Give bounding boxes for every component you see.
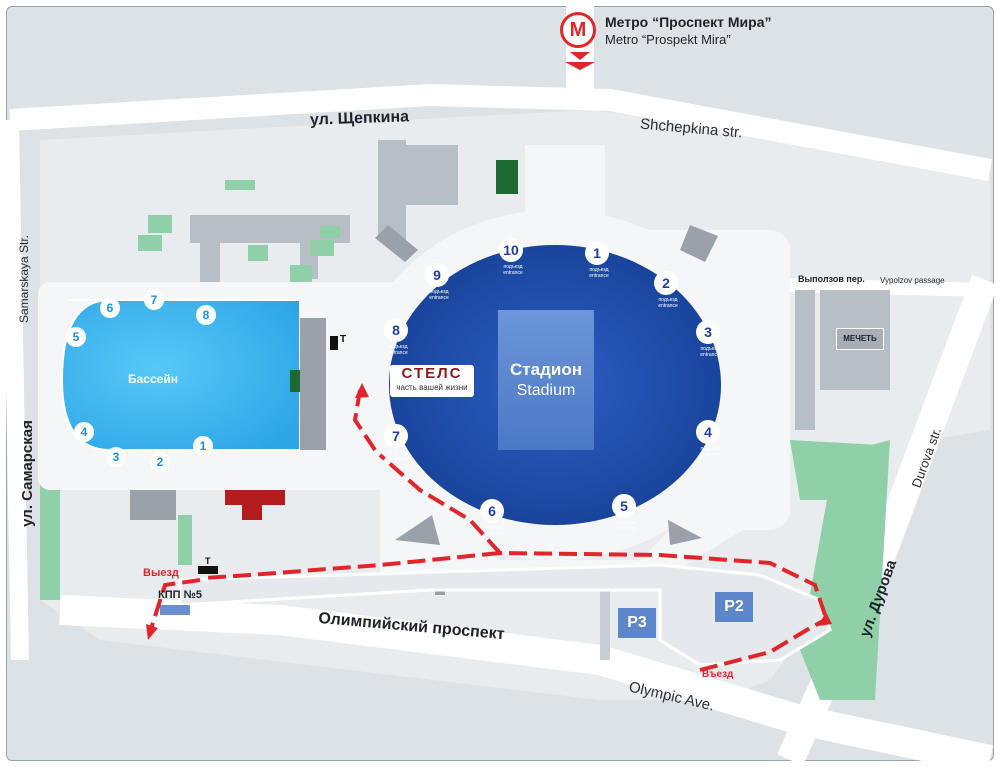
pool-gate-8: 8 [196,305,216,325]
route-entry-label: Въезд [702,669,734,680]
gate-caption-en: entrance [503,270,523,276]
stadium-gate-4: 4 [696,420,720,444]
pool-gate-3: 3 [106,447,126,467]
parking-p3: P3 [618,608,656,638]
pool-gate-7: 7 [144,290,164,310]
pool-gate-6: 6 [100,298,120,318]
parking-p3-text: P3 [627,614,647,631]
metro-name-en: Metro “Prospekt Mira” [605,32,731,47]
street-samarskaya-ru: ул. Самарская [18,420,36,527]
metro-name-ru: Метро “Проспект Мира” [605,14,772,30]
mosque-text: МЕЧЕТЬ [843,334,877,343]
gate-caption-en: entrance [616,526,636,532]
stadium-gate-2: 2 [654,271,678,295]
stadium-gate-1: 1 [585,241,609,265]
gate-caption-ru: подъезд [658,297,678,303]
parking-p2: P2 [715,592,753,622]
metro-arrow-2 [565,62,595,70]
metro-arrow [570,52,590,60]
mosque-label: МЕЧЕТЬ [836,328,884,350]
metro-logo-letter: M [569,19,587,41]
gate-caption-en: entrance [589,273,609,279]
pool-gate-1: 1 [193,436,213,456]
gate-caption-en: entrance [484,531,504,537]
buildings [190,140,890,660]
gate-caption-ru: подъезд [429,289,449,295]
toilet-b-label: T [205,556,211,566]
stadium-gate-10: 10 [499,238,523,262]
route-exit-label: Выезд [143,567,179,579]
gate-caption-en: entrance [658,303,678,309]
toilet-a-label: T [340,334,347,345]
stadium-field [498,310,594,450]
brand-slogan: часть вашей жизни [396,383,468,392]
gate-caption-ru: подъезд [503,264,523,270]
gate-caption-ru: подъезд [616,520,636,526]
stadium-gate-3: 3 [696,320,720,344]
gate-caption-en: entrance [429,295,449,301]
gate-caption-en: entrance [700,352,720,358]
route-arrows [148,389,827,672]
street-samarskaya-en: Samarskaya Str. [17,234,32,324]
route-arrow-heads [146,383,832,640]
parking-area [160,563,832,667]
gate-caption-ru: подъезд [388,344,408,350]
street-vypolzov-ru: Выползов пер. [798,274,865,284]
gate-caption-ru: подъезд [589,267,609,273]
pool-name: Бассейн [128,372,178,386]
pool-gate-2: 2 [150,452,170,472]
stadium-name-en: Stadium [516,382,576,399]
metro-logo: M [560,12,596,48]
stadium-gate-5: 5 [612,494,636,518]
brand-logo-box: СТЕЛС часть вашей жизни [390,365,474,397]
gate-caption-en: entrance [700,452,720,458]
street-vypolzov-en: Vypolzov passage [880,276,945,285]
gate-caption-en: entrance [388,456,408,462]
pool-complex [38,282,458,520]
stadium-gate-8: 8 [384,318,408,342]
gate-caption-ru: подъезд [484,525,504,531]
stairs [375,225,718,595]
street-shchepkina-ru: ул. Щепкина [309,108,410,129]
parking-p2-text: P2 [724,598,744,615]
gate-caption-ru: подъезд [388,450,408,456]
stadium-gate-6: 6 [480,499,504,523]
green-block [496,160,518,194]
checkpoint-label: КПП №5 [158,589,202,601]
gate-caption-en: entrance [388,350,408,356]
gate-caption-ru: подъезд [700,446,720,452]
brand-logo: СТЕЛС [401,365,463,382]
pool-gate-5: 5 [66,327,86,347]
stadium-name-ru: Стадион [510,360,582,379]
gate-caption-ru: подъезд [700,346,720,352]
pool-gate-4: 4 [74,422,94,442]
stadium-gate-9: 9 [425,263,449,287]
stadium-gate-7: 7 [384,424,408,448]
